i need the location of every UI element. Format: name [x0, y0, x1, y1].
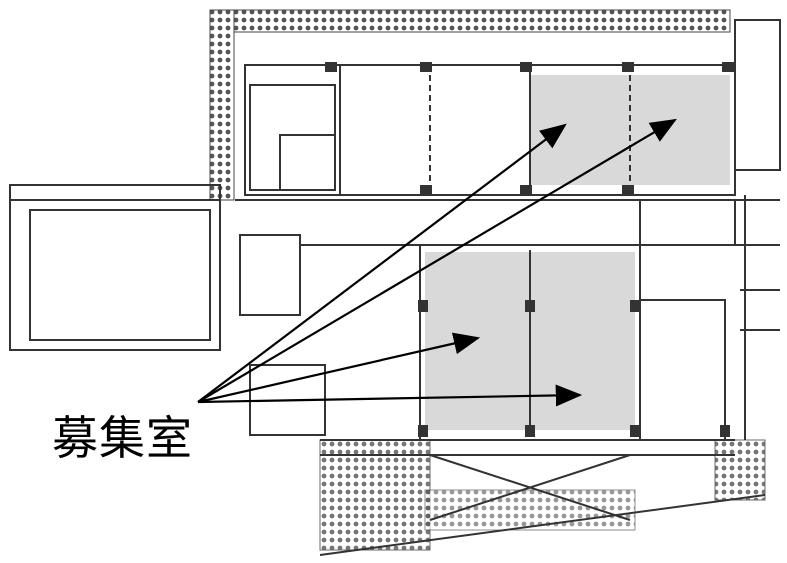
arrow-to-bottom-left-room	[197, 332, 481, 404]
callout-arrows	[197, 118, 677, 407]
vacant-room-bottom-left	[425, 252, 530, 430]
arrow-to-top-left-room	[197, 123, 567, 403]
vacant-room-top-right	[630, 75, 730, 185]
vacant-rooms	[425, 75, 730, 430]
vacant-room-bottom-right	[530, 252, 635, 430]
vacant-room-label: 募集室	[52, 411, 193, 465]
columns	[325, 62, 734, 437]
arrow-to-top-right-room	[197, 118, 677, 403]
arrow-to-bottom-right-room	[197, 384, 583, 407]
vacant-room-top-left	[530, 75, 630, 185]
